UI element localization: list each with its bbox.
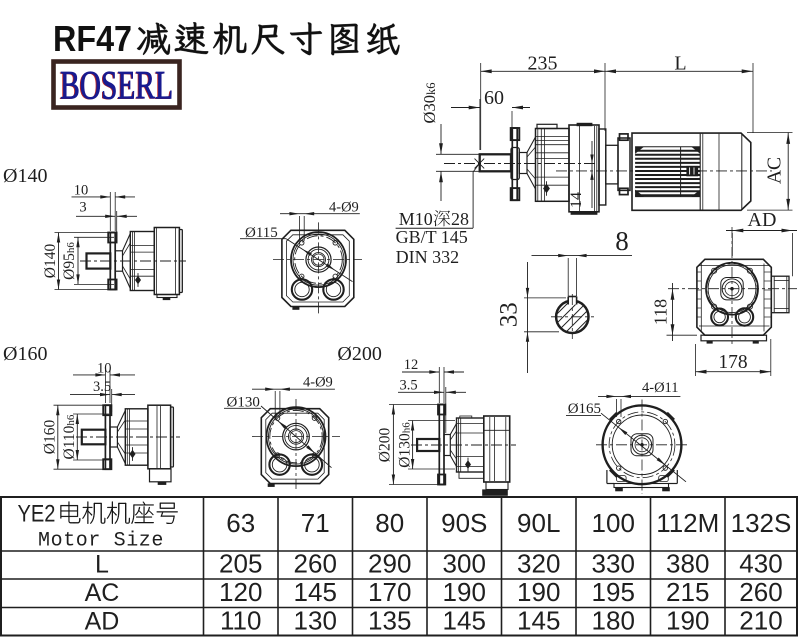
- svg-text:130: 130: [294, 605, 337, 635]
- svg-text:190: 190: [666, 605, 709, 635]
- svg-text:28: 28: [451, 209, 469, 229]
- svg-text:Ø110h6: Ø110h6: [61, 414, 78, 459]
- svg-text:8: 8: [615, 226, 629, 256]
- svg-text:4-Ø9: 4-Ø9: [329, 199, 359, 215]
- svg-text:320: 320: [517, 549, 560, 579]
- svg-text:L: L: [95, 551, 109, 579]
- svg-text:205: 205: [219, 549, 262, 579]
- svg-text:33: 33: [496, 302, 523, 327]
- svg-text:Motor Size: Motor Size: [38, 530, 164, 553]
- svg-text:AD: AD: [748, 209, 777, 231]
- svg-text:71: 71: [301, 508, 330, 538]
- svg-text:4-Ø11: 4-Ø11: [642, 380, 679, 396]
- svg-text:Ø140: Ø140: [3, 165, 47, 187]
- svg-text:112M: 112M: [656, 508, 719, 538]
- svg-text:330: 330: [592, 549, 635, 579]
- svg-text:260: 260: [739, 577, 782, 607]
- svg-text:Ø140: Ø140: [42, 244, 59, 279]
- svg-text:AD: AD: [85, 607, 120, 635]
- svg-text:M10: M10: [399, 209, 433, 229]
- svg-text:AC: AC: [85, 579, 120, 607]
- svg-text:90L: 90L: [517, 508, 560, 538]
- svg-text:Ø30k6: Ø30k6: [420, 83, 439, 124]
- svg-text:Ø165: Ø165: [568, 401, 601, 417]
- svg-text:145: 145: [294, 577, 337, 607]
- svg-text:DIN 332: DIN 332: [396, 247, 460, 267]
- svg-text:180: 180: [592, 605, 635, 635]
- svg-text:170: 170: [368, 577, 411, 607]
- svg-text:RF47: RF47: [53, 18, 132, 59]
- svg-text:195: 195: [592, 577, 635, 607]
- svg-text:135: 135: [368, 605, 411, 635]
- svg-text:190: 190: [443, 577, 486, 607]
- svg-text:430: 430: [739, 549, 782, 579]
- svg-text:Ø115: Ø115: [245, 225, 278, 241]
- svg-text:Ø200: Ø200: [337, 343, 381, 365]
- svg-text:3.5: 3.5: [93, 379, 111, 395]
- svg-text:260: 260: [294, 549, 337, 579]
- svg-text:110: 110: [220, 605, 261, 635]
- svg-text:L: L: [674, 52, 686, 74]
- svg-text:BOSERL: BOSERL: [59, 63, 172, 108]
- svg-text:4-Ø9: 4-Ø9: [303, 374, 333, 390]
- svg-text:63: 63: [226, 508, 255, 538]
- svg-text:210: 210: [739, 605, 782, 635]
- svg-text:290: 290: [368, 549, 411, 579]
- svg-text:12: 12: [404, 357, 419, 373]
- svg-text:145: 145: [443, 605, 486, 635]
- svg-text:3.5: 3.5: [399, 378, 417, 394]
- svg-text:YE2: YE2: [18, 501, 56, 528]
- svg-text:80: 80: [375, 508, 404, 538]
- svg-text:120: 120: [219, 577, 262, 607]
- svg-text:215: 215: [666, 577, 709, 607]
- svg-text:178: 178: [718, 352, 747, 373]
- svg-text:90S: 90S: [441, 508, 487, 538]
- svg-text:380: 380: [666, 549, 709, 579]
- svg-text:300: 300: [443, 549, 486, 579]
- svg-text:Ø130: Ø130: [227, 394, 260, 410]
- svg-text:132S: 132S: [731, 508, 792, 538]
- svg-text:Ø160: Ø160: [42, 420, 59, 455]
- svg-text:100: 100: [592, 508, 635, 538]
- svg-text:118: 118: [650, 299, 670, 325]
- svg-text:Ø200: Ø200: [377, 428, 394, 463]
- svg-text:BOSERL: BOSERL: [60, 62, 173, 107]
- svg-text:10: 10: [97, 361, 112, 377]
- svg-text:10: 10: [74, 182, 89, 198]
- svg-text:235: 235: [528, 52, 558, 74]
- svg-text:GB/T 145: GB/T 145: [396, 227, 468, 247]
- svg-text:Ø130h6: Ø130h6: [397, 422, 414, 468]
- svg-text:Ø160: Ø160: [3, 343, 47, 365]
- svg-text:3: 3: [79, 200, 86, 216]
- svg-text:190: 190: [517, 577, 560, 607]
- svg-text:14: 14: [568, 192, 585, 208]
- svg-text:60: 60: [484, 87, 504, 109]
- svg-text:145: 145: [517, 605, 560, 635]
- svg-text:AC: AC: [765, 157, 786, 184]
- svg-text:Ø95h6: Ø95h6: [61, 242, 78, 280]
